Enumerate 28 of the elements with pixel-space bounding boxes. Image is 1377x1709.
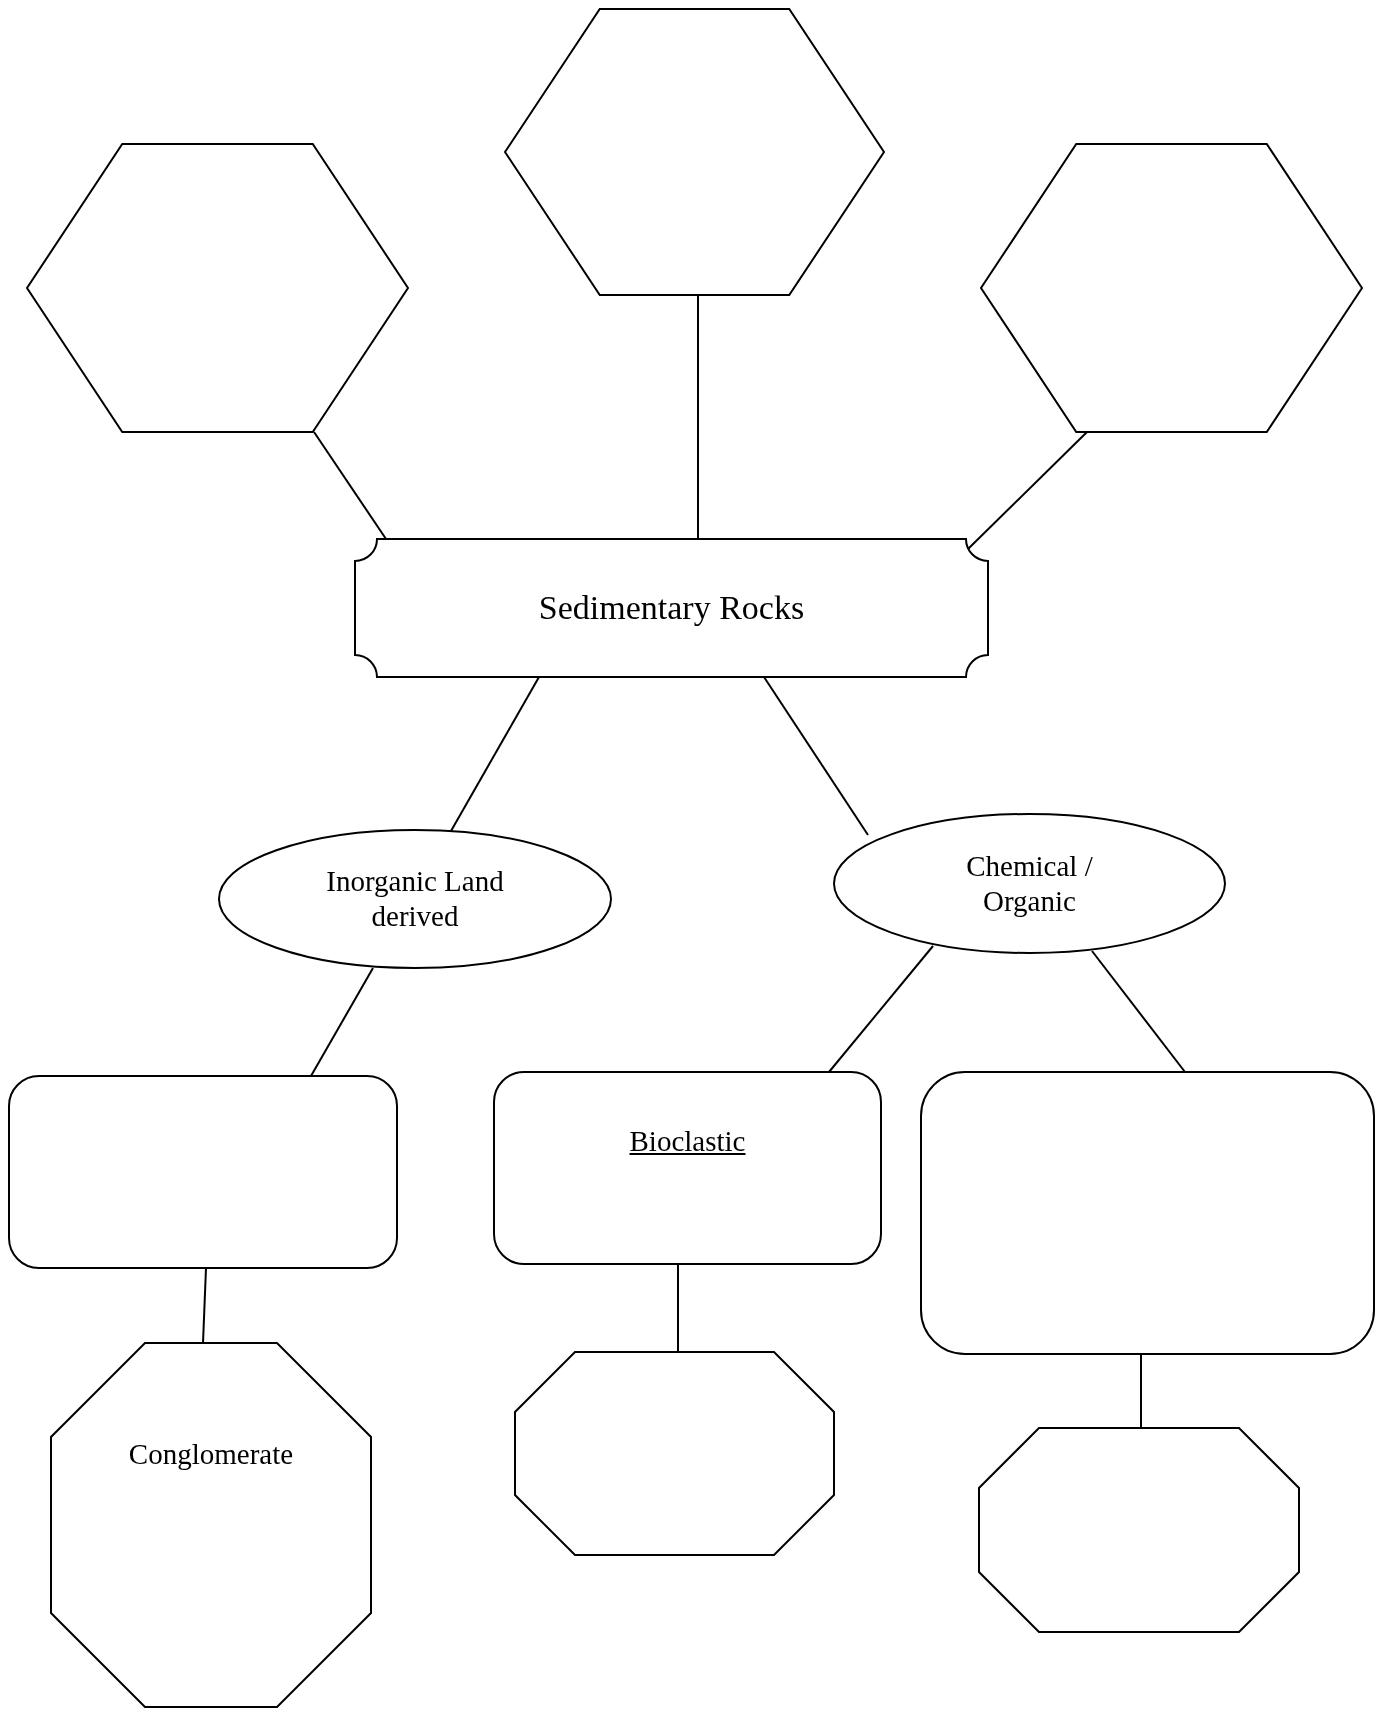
node-label: Sedimentary Rocks — [538, 587, 805, 628]
node-label: Bioclastic — [629, 1124, 746, 1159]
connector-line — [967, 431, 1088, 550]
rounded-box — [9, 1076, 397, 1268]
title-plaque — [355, 539, 988, 677]
connector-line — [697, 294, 699, 540]
octagon-shape — [51, 1343, 371, 1707]
category-ellipse — [219, 830, 611, 968]
connector-line — [1140, 1353, 1142, 1429]
node-label: Inorganic Land derived — [325, 864, 505, 934]
connector-line — [450, 676, 540, 832]
rounded-box — [921, 1072, 1374, 1354]
category-ellipse — [834, 814, 1225, 953]
node-label: Conglomerate — [128, 1437, 294, 1472]
connector-line — [763, 676, 869, 836]
connector-line — [828, 945, 934, 1073]
connector-line — [1091, 950, 1186, 1073]
empty-hexagon — [27, 144, 408, 432]
connector-line — [313, 431, 387, 540]
connector-line — [202, 1267, 207, 1344]
rounded-box — [494, 1072, 881, 1264]
octagon-shape — [979, 1428, 1299, 1632]
empty-hexagon — [981, 144, 1362, 432]
connector-line — [677, 1263, 679, 1353]
node-label: Chemical / Organic — [965, 848, 1094, 919]
connector-line — [310, 967, 374, 1077]
octagon-shape — [515, 1352, 834, 1555]
empty-hexagon — [505, 9, 884, 295]
